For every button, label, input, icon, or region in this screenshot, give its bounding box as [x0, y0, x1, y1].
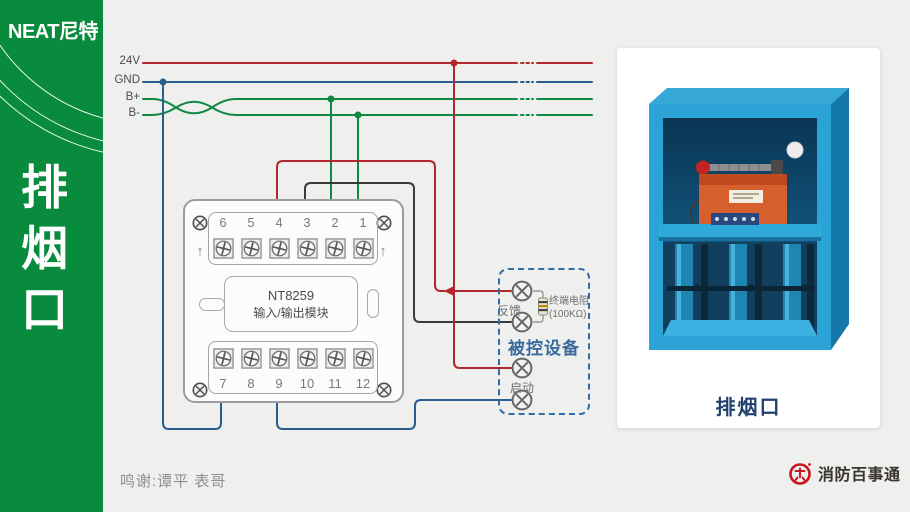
io-module: ↑ ↑ 6 5 4 3 2 1 NT8259 输入/输出模块	[183, 199, 404, 403]
junction-dot	[159, 78, 167, 86]
terminal-screw-icon	[352, 237, 374, 259]
device-screw-icon	[511, 357, 533, 379]
terminal-number: 11	[328, 376, 342, 391]
photo-caption: 排烟口	[715, 397, 782, 419]
mounting-slot	[199, 298, 225, 311]
wire-arrowhead	[444, 286, 453, 296]
terminal-number: 8	[247, 376, 255, 391]
module-label-plate: NT8259 输入/输出模块	[224, 276, 358, 332]
terminal-screw-icon	[268, 347, 290, 369]
terminal-screw-icon	[324, 347, 346, 369]
terminal-screw-icon	[240, 237, 262, 259]
terminal-number: 7	[219, 376, 227, 391]
smoke-vent-photo	[649, 88, 849, 350]
controlled-device-box: 反馈 终端电阻 (100KΩ) 被控设备 启动	[496, 268, 590, 415]
bus-label-bplus: B+	[125, 91, 140, 103]
page-title: 排 烟 口	[21, 164, 68, 333]
terminal-number: 1	[359, 215, 367, 230]
title-char: 烟	[21, 222, 68, 275]
terminal-screw-icon	[296, 347, 318, 369]
corner-screw-icon	[376, 215, 392, 231]
terminal-screw-icon	[296, 237, 318, 259]
fire119-logo-icon	[789, 463, 811, 485]
product-photo-card: 排烟口	[617, 48, 880, 428]
terminal-number: 12	[355, 376, 371, 391]
device-screw-icon	[511, 280, 533, 302]
device-screw-icon	[511, 311, 533, 333]
feedback-label: 反馈	[496, 304, 521, 318]
junction-dot	[450, 59, 458, 67]
terminal-strip-top: 6 5 4 3 2 1	[208, 212, 378, 265]
start-label: 启动	[509, 381, 534, 395]
fire119-brand-text: 消防百事通	[818, 467, 901, 484]
terminal-number: 6	[219, 215, 227, 230]
resistor-value: (100KΩ)	[549, 309, 587, 320]
terminal-screw-icon	[268, 237, 290, 259]
terminal-strip-bottom: 7 8 9 10 11 12	[208, 341, 378, 394]
mounting-slot	[367, 289, 379, 318]
title-char: 排	[21, 161, 68, 214]
sidebar: NEAT尼特 排 烟 口	[0, 0, 103, 512]
module-model: NT8259	[267, 287, 315, 303]
junction-dot	[327, 95, 335, 103]
terminal-screw-icon	[212, 347, 234, 369]
bus-label-24v: 24V	[119, 55, 140, 67]
up-arrow-icon: ↑	[196, 243, 204, 260]
terminal-number: 5	[247, 215, 255, 230]
up-arrow-icon: ↑	[379, 243, 387, 260]
fire119-brand: 消防百事通	[788, 460, 901, 486]
terminal-number: 3	[303, 215, 311, 230]
terminal-number: 10	[299, 376, 315, 391]
junction-dot	[354, 111, 362, 119]
controlled-device-label: 被控设备	[508, 339, 580, 358]
terminal-screw-icon	[212, 237, 234, 259]
terminal-screw-icon	[352, 347, 374, 369]
resistor-name: 终端电阻	[549, 296, 589, 307]
bus-label-gnd: GND	[114, 74, 140, 86]
terminal-number: 4	[275, 215, 283, 230]
corner-screw-icon	[192, 382, 208, 398]
terminal-number: 9	[275, 376, 283, 391]
neat-logo: NEAT尼特	[8, 21, 98, 43]
corner-screw-icon	[376, 382, 392, 398]
credit-text: 鸣谢:谭平 表哥	[120, 473, 227, 490]
device-screw-icon	[511, 389, 533, 411]
module-name: 输入/输出模块	[253, 305, 329, 320]
terminal-screw-icon	[240, 347, 262, 369]
bus-label-bminus: B-	[128, 107, 141, 119]
terminal-screw-icon	[324, 237, 346, 259]
corner-screw-icon	[192, 215, 208, 231]
terminal-resistor-label: 终端电阻 (100KΩ)	[549, 295, 589, 321]
terminal-number: 2	[331, 215, 339, 230]
title-char: 口	[21, 283, 68, 336]
